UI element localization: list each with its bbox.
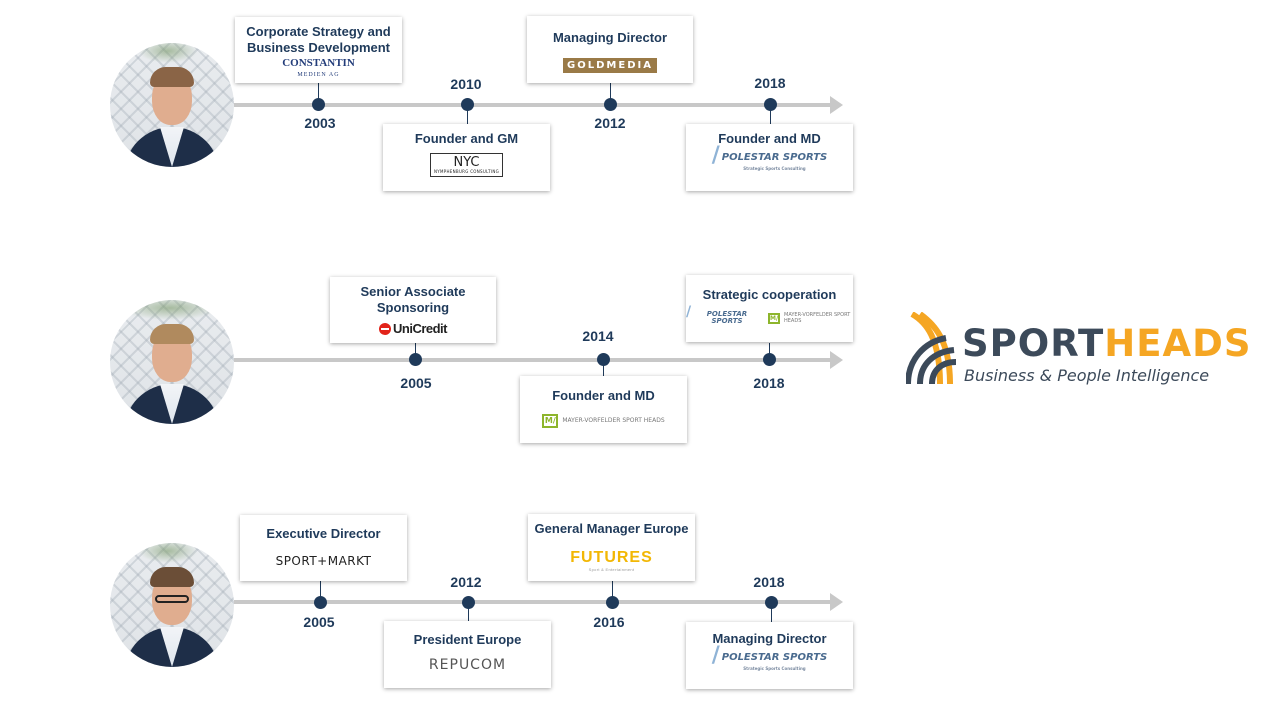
sportmarkt-logo: SPORT+MARKT: [275, 554, 372, 568]
timeline-axis-2: [234, 358, 830, 362]
goldmedia-logo: GOLDMEDIA: [563, 58, 657, 73]
timeline-dot: [461, 98, 474, 111]
year-label: 2014: [582, 328, 614, 344]
timeline-dot: [409, 353, 422, 366]
sportheads-mark-icon: [906, 312, 957, 385]
timeline-dot: [765, 596, 778, 609]
stem: [771, 608, 772, 622]
role-card: Managing Director / POLESTAR SPORTS Stra…: [686, 622, 853, 689]
role-card: Founder and MD / POLESTAR SPORTS Strateg…: [686, 124, 853, 191]
year-label: 2005: [303, 614, 335, 630]
photo-person-2: [110, 300, 234, 424]
role-card: Founder and GM NYC NYMPHENBURG CONSULTIN…: [383, 124, 550, 191]
role-card: Senior Associate Sponsoring UniCredit: [330, 277, 496, 343]
year-label: 2010: [450, 76, 482, 92]
year-label: 2018: [753, 375, 785, 391]
timeline-arrow-3: [830, 593, 843, 611]
role-title: Founder and MD: [718, 131, 821, 146]
stem: [769, 343, 770, 354]
timeline-arrow-2: [830, 351, 843, 369]
stem: [610, 83, 611, 99]
role-title: Corporate Strategy and Business Developm…: [246, 24, 391, 55]
sportheads-brand-logo: SPORTHEADS Business & People Intelligenc…: [906, 312, 1251, 392]
timeline-arrow-1: [830, 96, 843, 114]
photo-person-3: [110, 543, 234, 667]
polestar-logo: / POLESTAR SPORTS Strategic Sports Consu…: [711, 143, 828, 172]
role-card: Managing Director GOLDMEDIA: [527, 16, 693, 83]
polestar-logo: / POLESTAR SPORTS: [686, 304, 748, 325]
role-title: Strategic cooperation: [702, 287, 837, 302]
repucom-logo: REPUCOM: [428, 657, 507, 673]
timeline-dot: [597, 353, 610, 366]
year-label: 2005: [400, 375, 432, 391]
role-title: Managing Director: [552, 30, 668, 45]
stem: [467, 110, 468, 124]
role-title: President Europe: [413, 632, 522, 647]
role-title: Managing Director: [712, 631, 827, 646]
role-card: President Europe REPUCOM: [384, 621, 551, 688]
year-label: 2012: [450, 574, 482, 590]
sportheads-mv-logo: M/ MAYER-VORFELDER SPORT HEADS: [542, 414, 665, 428]
role-card: Strategic cooperation / POLESTAR SPORTS …: [686, 275, 853, 342]
photo-person-1: [110, 43, 234, 167]
stem: [415, 343, 416, 354]
unicredit-logo: UniCredit: [379, 321, 448, 336]
role-card: Executive Director SPORT+MARKT: [240, 515, 407, 581]
stem: [603, 365, 604, 376]
timeline-dot: [312, 98, 325, 111]
timeline-dot: [606, 596, 619, 609]
timeline-dot: [604, 98, 617, 111]
year-label: 2003: [304, 115, 336, 131]
role-title: Senior Associate Sponsoring: [360, 284, 466, 315]
year-label: 2016: [593, 614, 625, 630]
sportheads-mv-logo: M/ MAYER-VORFELDER SPORT HEADS: [768, 312, 851, 324]
role-title: General Manager Europe: [534, 521, 689, 536]
stem: [770, 110, 771, 124]
role-title: Founder and MD: [552, 388, 655, 403]
timeline-dot: [314, 596, 327, 609]
sportheads-tagline: Business & People Intelligence: [964, 366, 1210, 385]
stem: [468, 608, 469, 622]
polestar-logo: / POLESTAR SPORTS Strategic Sports Consu…: [711, 643, 828, 672]
year-label: 2018: [753, 574, 785, 590]
constantin-logo: CONSTANTIN MEDIEN AG: [282, 57, 355, 79]
stem: [320, 581, 321, 597]
timeline-dot: [763, 353, 776, 366]
role-title: Founder and GM: [414, 131, 519, 146]
role-card: Corporate Strategy and Business Developm…: [235, 17, 402, 83]
role-title: Executive Director: [266, 526, 381, 541]
year-label: 2012: [594, 115, 626, 131]
year-label: 2018: [754, 75, 786, 91]
timeline-dot: [462, 596, 475, 609]
timeline-dot: [764, 98, 777, 111]
stem: [318, 83, 319, 99]
stem: [612, 581, 613, 597]
role-card: General Manager Europe FUTURES Sport & E…: [528, 514, 695, 581]
role-card: Founder and MD M/ MAYER-VORFELDER SPORT …: [520, 376, 687, 443]
sportheads-wordmark: SPORTHEADS: [962, 322, 1252, 365]
nyc-logo: NYC NYMPHENBURG CONSULTING: [429, 153, 504, 177]
timeline-axis-3: [234, 600, 830, 604]
futures-logo: FUTURES Sport & Entertainment: [570, 549, 653, 573]
timeline-axis-1: [234, 103, 830, 107]
